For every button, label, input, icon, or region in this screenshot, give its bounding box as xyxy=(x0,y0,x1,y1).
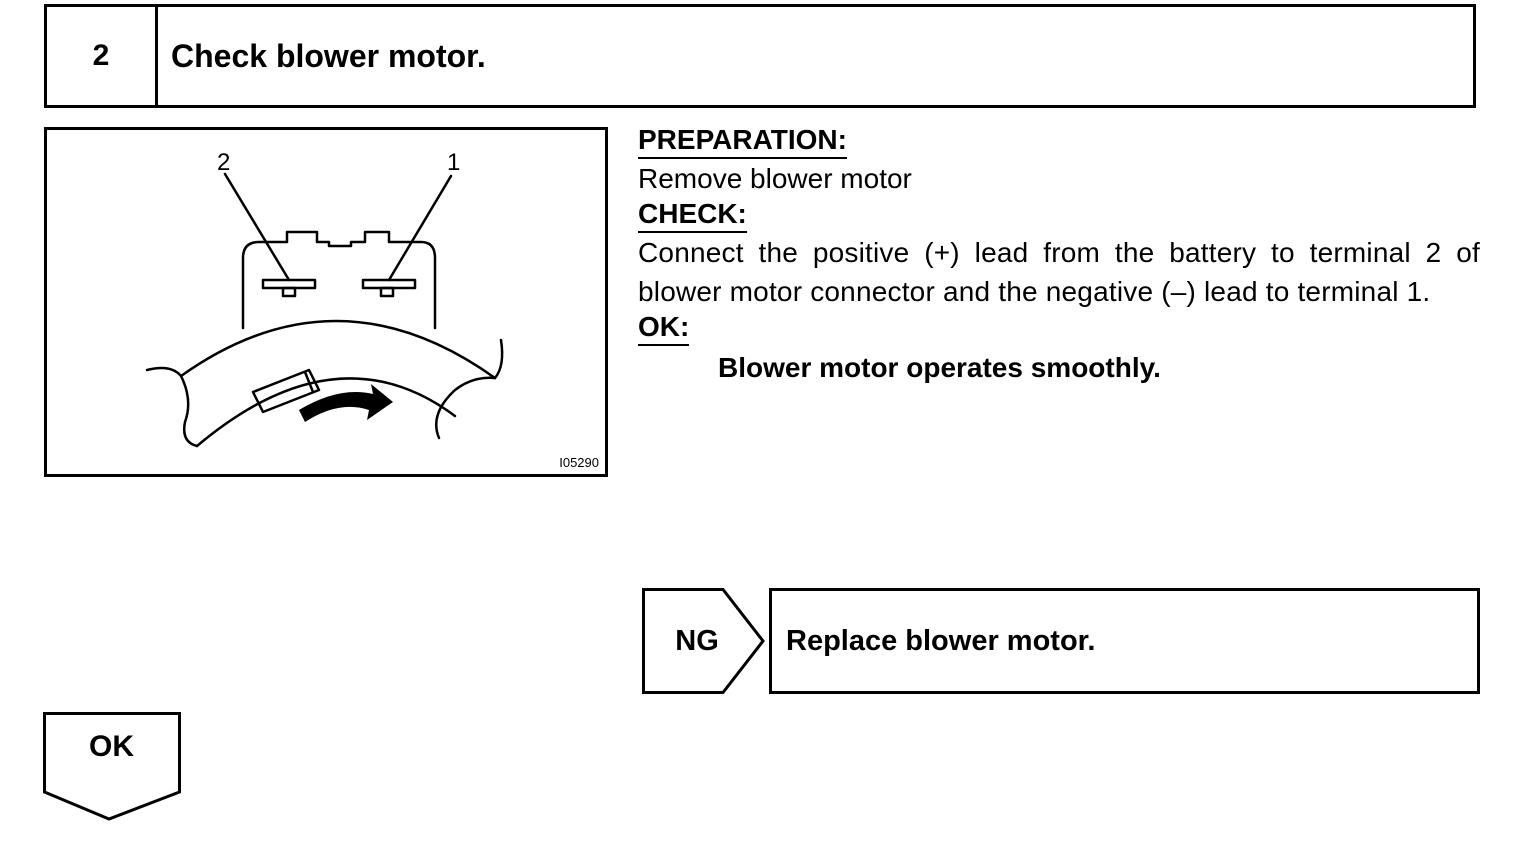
ok-result-text: Blower motor operates smoothly. xyxy=(718,352,1161,383)
ng-label: NG xyxy=(675,624,719,657)
terminal-1-label: 1 xyxy=(447,149,460,176)
preparation-text: Remove blower motor xyxy=(638,163,912,194)
check-text: Connect the positive (+) lead from the b… xyxy=(638,237,1480,307)
ok-arrow-shape xyxy=(43,712,181,821)
step-number: 2 xyxy=(47,7,158,105)
preparation-heading: PREPARATION: xyxy=(638,124,847,159)
ok-heading: OK: xyxy=(638,311,690,346)
blower-motor-figure: 2 1 I05290 xyxy=(44,127,608,477)
step-title: Check blower motor. xyxy=(171,37,486,74)
ng-action-box: Replace blower motor. xyxy=(769,588,1480,694)
step-header: 2 Check blower motor. xyxy=(44,4,1476,108)
ok-flow-tag: OK xyxy=(43,712,183,822)
check-heading: CHECK: xyxy=(638,198,747,233)
terminal-2-label: 2 xyxy=(217,149,230,176)
ng-arrow-shape xyxy=(642,588,765,694)
procedure-content: PREPARATION: Remove blower motor CHECK: … xyxy=(638,124,1480,390)
ok-label: OK xyxy=(89,730,134,763)
ng-flow-tag: NG xyxy=(642,588,766,694)
blower-connector-illustration: 2 1 xyxy=(145,149,504,448)
figure-code: I05290 xyxy=(559,455,599,470)
